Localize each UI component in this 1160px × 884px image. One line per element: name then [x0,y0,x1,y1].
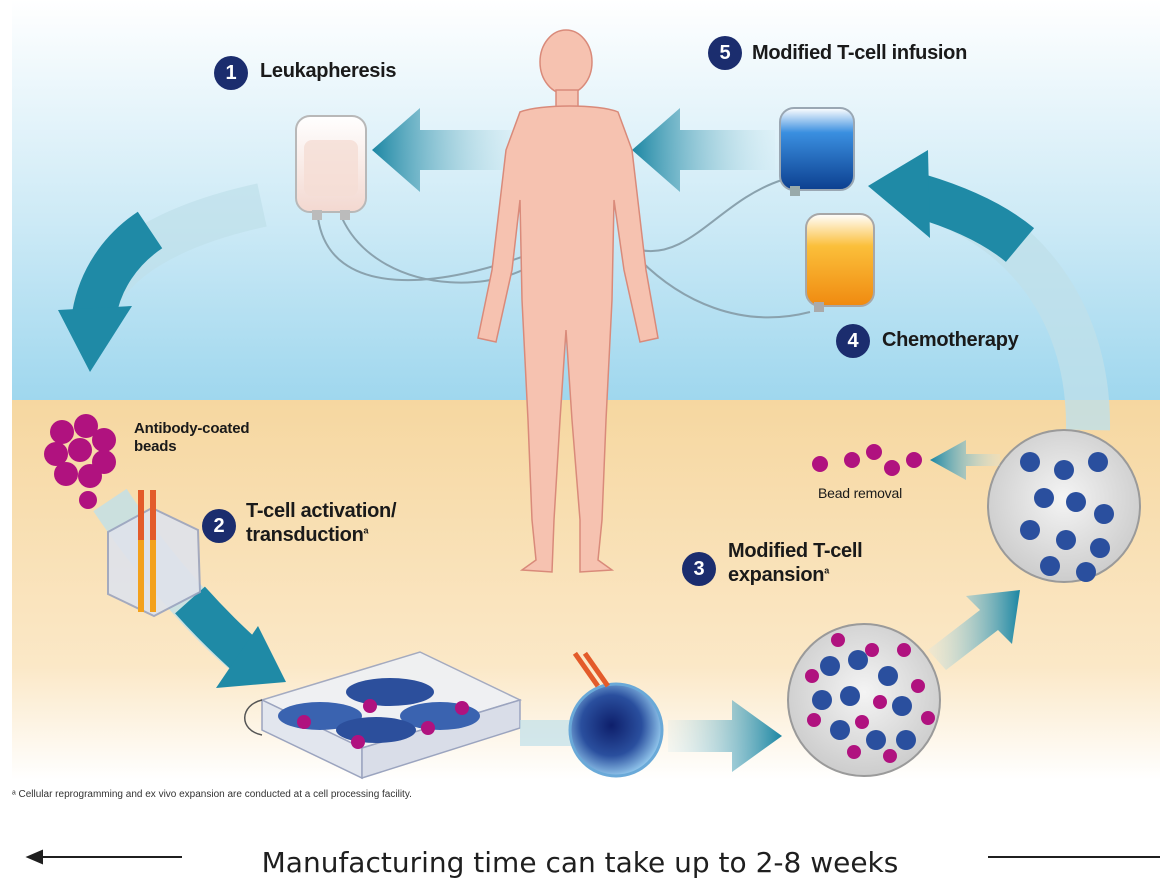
step-2-label-line1: T-cell activation/ [246,500,396,523]
expansion-circle [788,624,940,776]
leukapheresis-bag [296,116,366,220]
step-1-label: Leukapheresis [260,60,396,83]
step-1-badge: 1 [214,56,248,90]
beads-label-line1: Antibody-coated [134,420,249,438]
step-3-label-line2-text: expansion [728,564,824,586]
footnote: ᵃ Cellular reprogramming and ex vivo exp… [12,789,412,800]
modified-t-cell-bag [780,108,854,196]
bead-removal-label: Bead removal [818,484,902,502]
step-2-footnote-mark: a [364,525,369,535]
step-2-label-line2-text: transduction [246,524,364,546]
step-5-label: Modified T-cell infusion [752,42,967,65]
step-2-badge: 2 [202,509,236,543]
step-3-footnote-mark: a [824,565,829,575]
step-3-label-line1: Modified T-cell [728,540,862,563]
step-3-label-line2: expansiona [728,564,829,587]
manufacturing-time-caption: Manufacturing time can take up to 2-8 we… [0,846,1160,879]
beads-label-line2: beads [134,438,176,456]
step-4-badge: 4 [836,324,870,358]
step-2-label-line2: transductiona [246,524,368,547]
step-5-badge: 5 [708,36,742,70]
chemotherapy-bag [806,214,874,312]
bead-removal-circle [988,430,1140,582]
step-3-badge: 3 [682,552,716,586]
step-4-label: Chemotherapy [882,329,1018,352]
